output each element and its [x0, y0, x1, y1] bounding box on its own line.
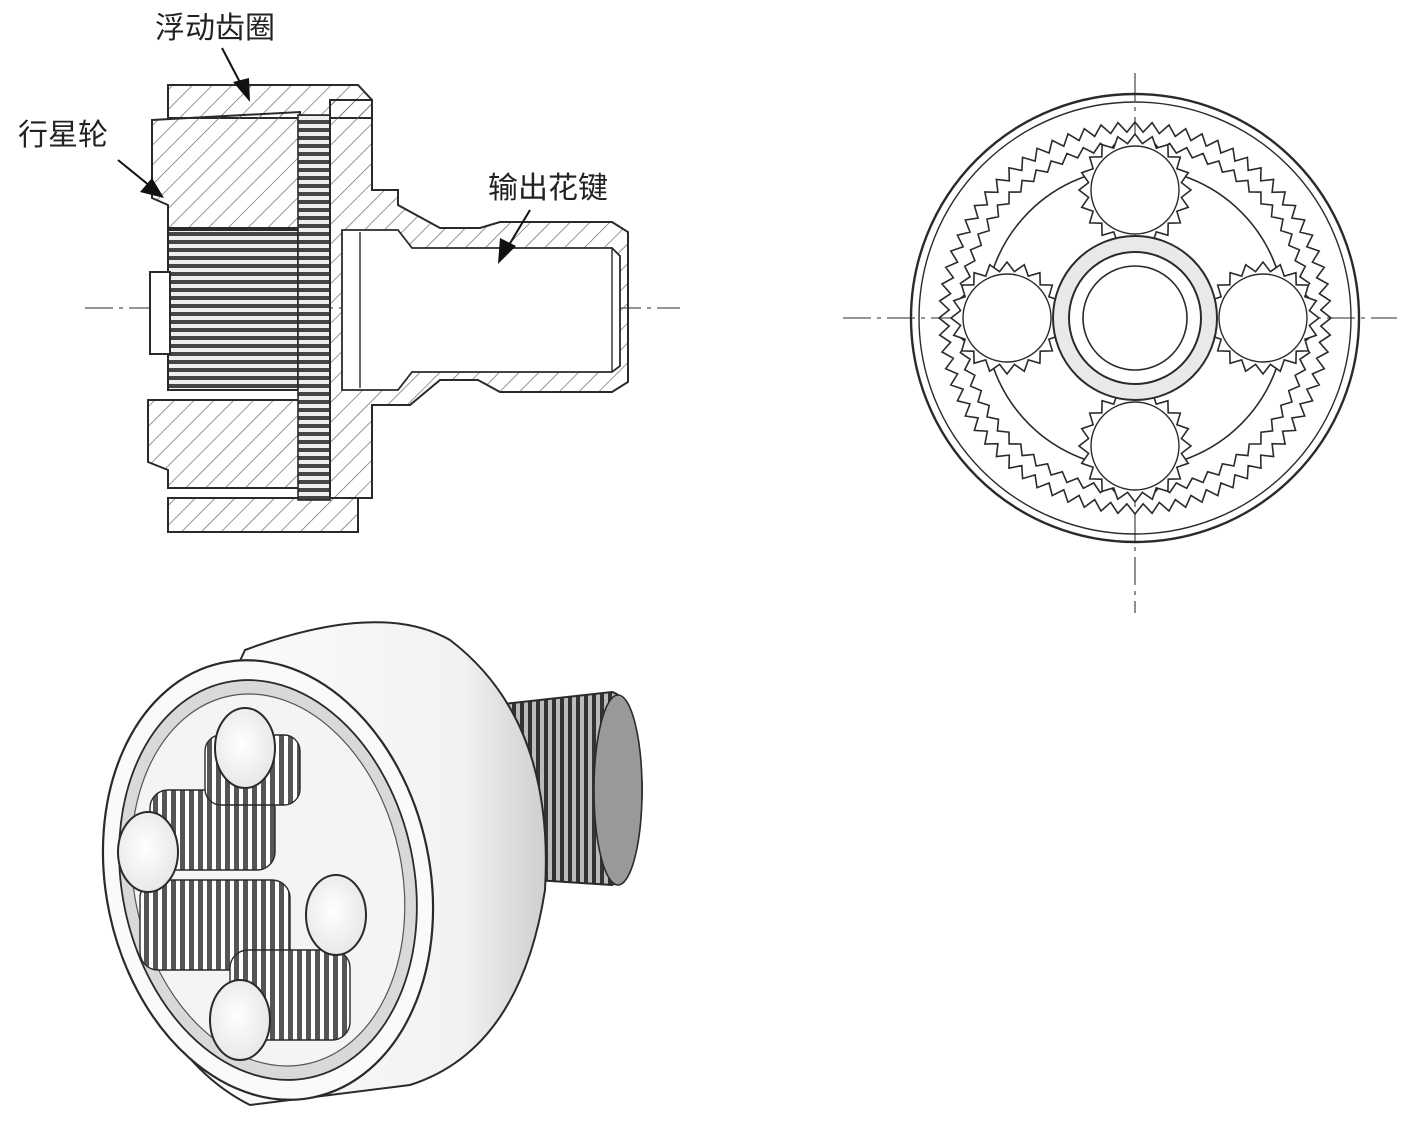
ring-gear-bottom	[167, 497, 359, 533]
label-output-spline: 输出花键	[488, 171, 608, 206]
section-view	[85, 84, 680, 533]
spline-end-face	[593, 694, 643, 886]
label-ring-gear: 浮动齿圈	[155, 11, 275, 46]
isometric-view	[101, 621, 644, 1107]
arrow-planet-head	[140, 178, 164, 198]
sun-stack	[139, 879, 291, 971]
planet-face-top	[214, 707, 276, 789]
planet-pin-front-4	[962, 273, 1052, 363]
front-view	[843, 73, 1397, 613]
bore-circle-front	[1082, 265, 1188, 371]
planet-pin-front-2	[1218, 273, 1308, 363]
planet-gear-lower	[147, 399, 301, 489]
arrow-planet-line	[117, 159, 151, 187]
label-planet-gear: 行星轮	[18, 118, 108, 153]
sun-gear-hub	[149, 271, 171, 355]
ring-gear-outer-circle	[909, 92, 1361, 544]
ring-gear-teeth	[297, 114, 331, 501]
planet-faces	[117, 707, 367, 1061]
ring-teeth-row-1	[937, 120, 1333, 516]
callouts: 浮动齿圈 行星轮 输出花键	[18, 11, 608, 264]
sun-gear-teeth	[167, 229, 299, 391]
shaft-bore	[341, 229, 621, 391]
planet-face-bottom	[209, 979, 271, 1061]
planet-face-right	[305, 874, 367, 956]
planet-gear-upper	[151, 110, 301, 229]
arrow-ring-gear-head	[233, 78, 250, 102]
planet-pin-front-1	[1090, 145, 1180, 235]
ring-gear-chamfer	[918, 101, 1352, 535]
planet-face-left	[117, 811, 179, 893]
planet-pin-front-3	[1090, 401, 1180, 491]
arrow-spline-head	[498, 238, 516, 264]
